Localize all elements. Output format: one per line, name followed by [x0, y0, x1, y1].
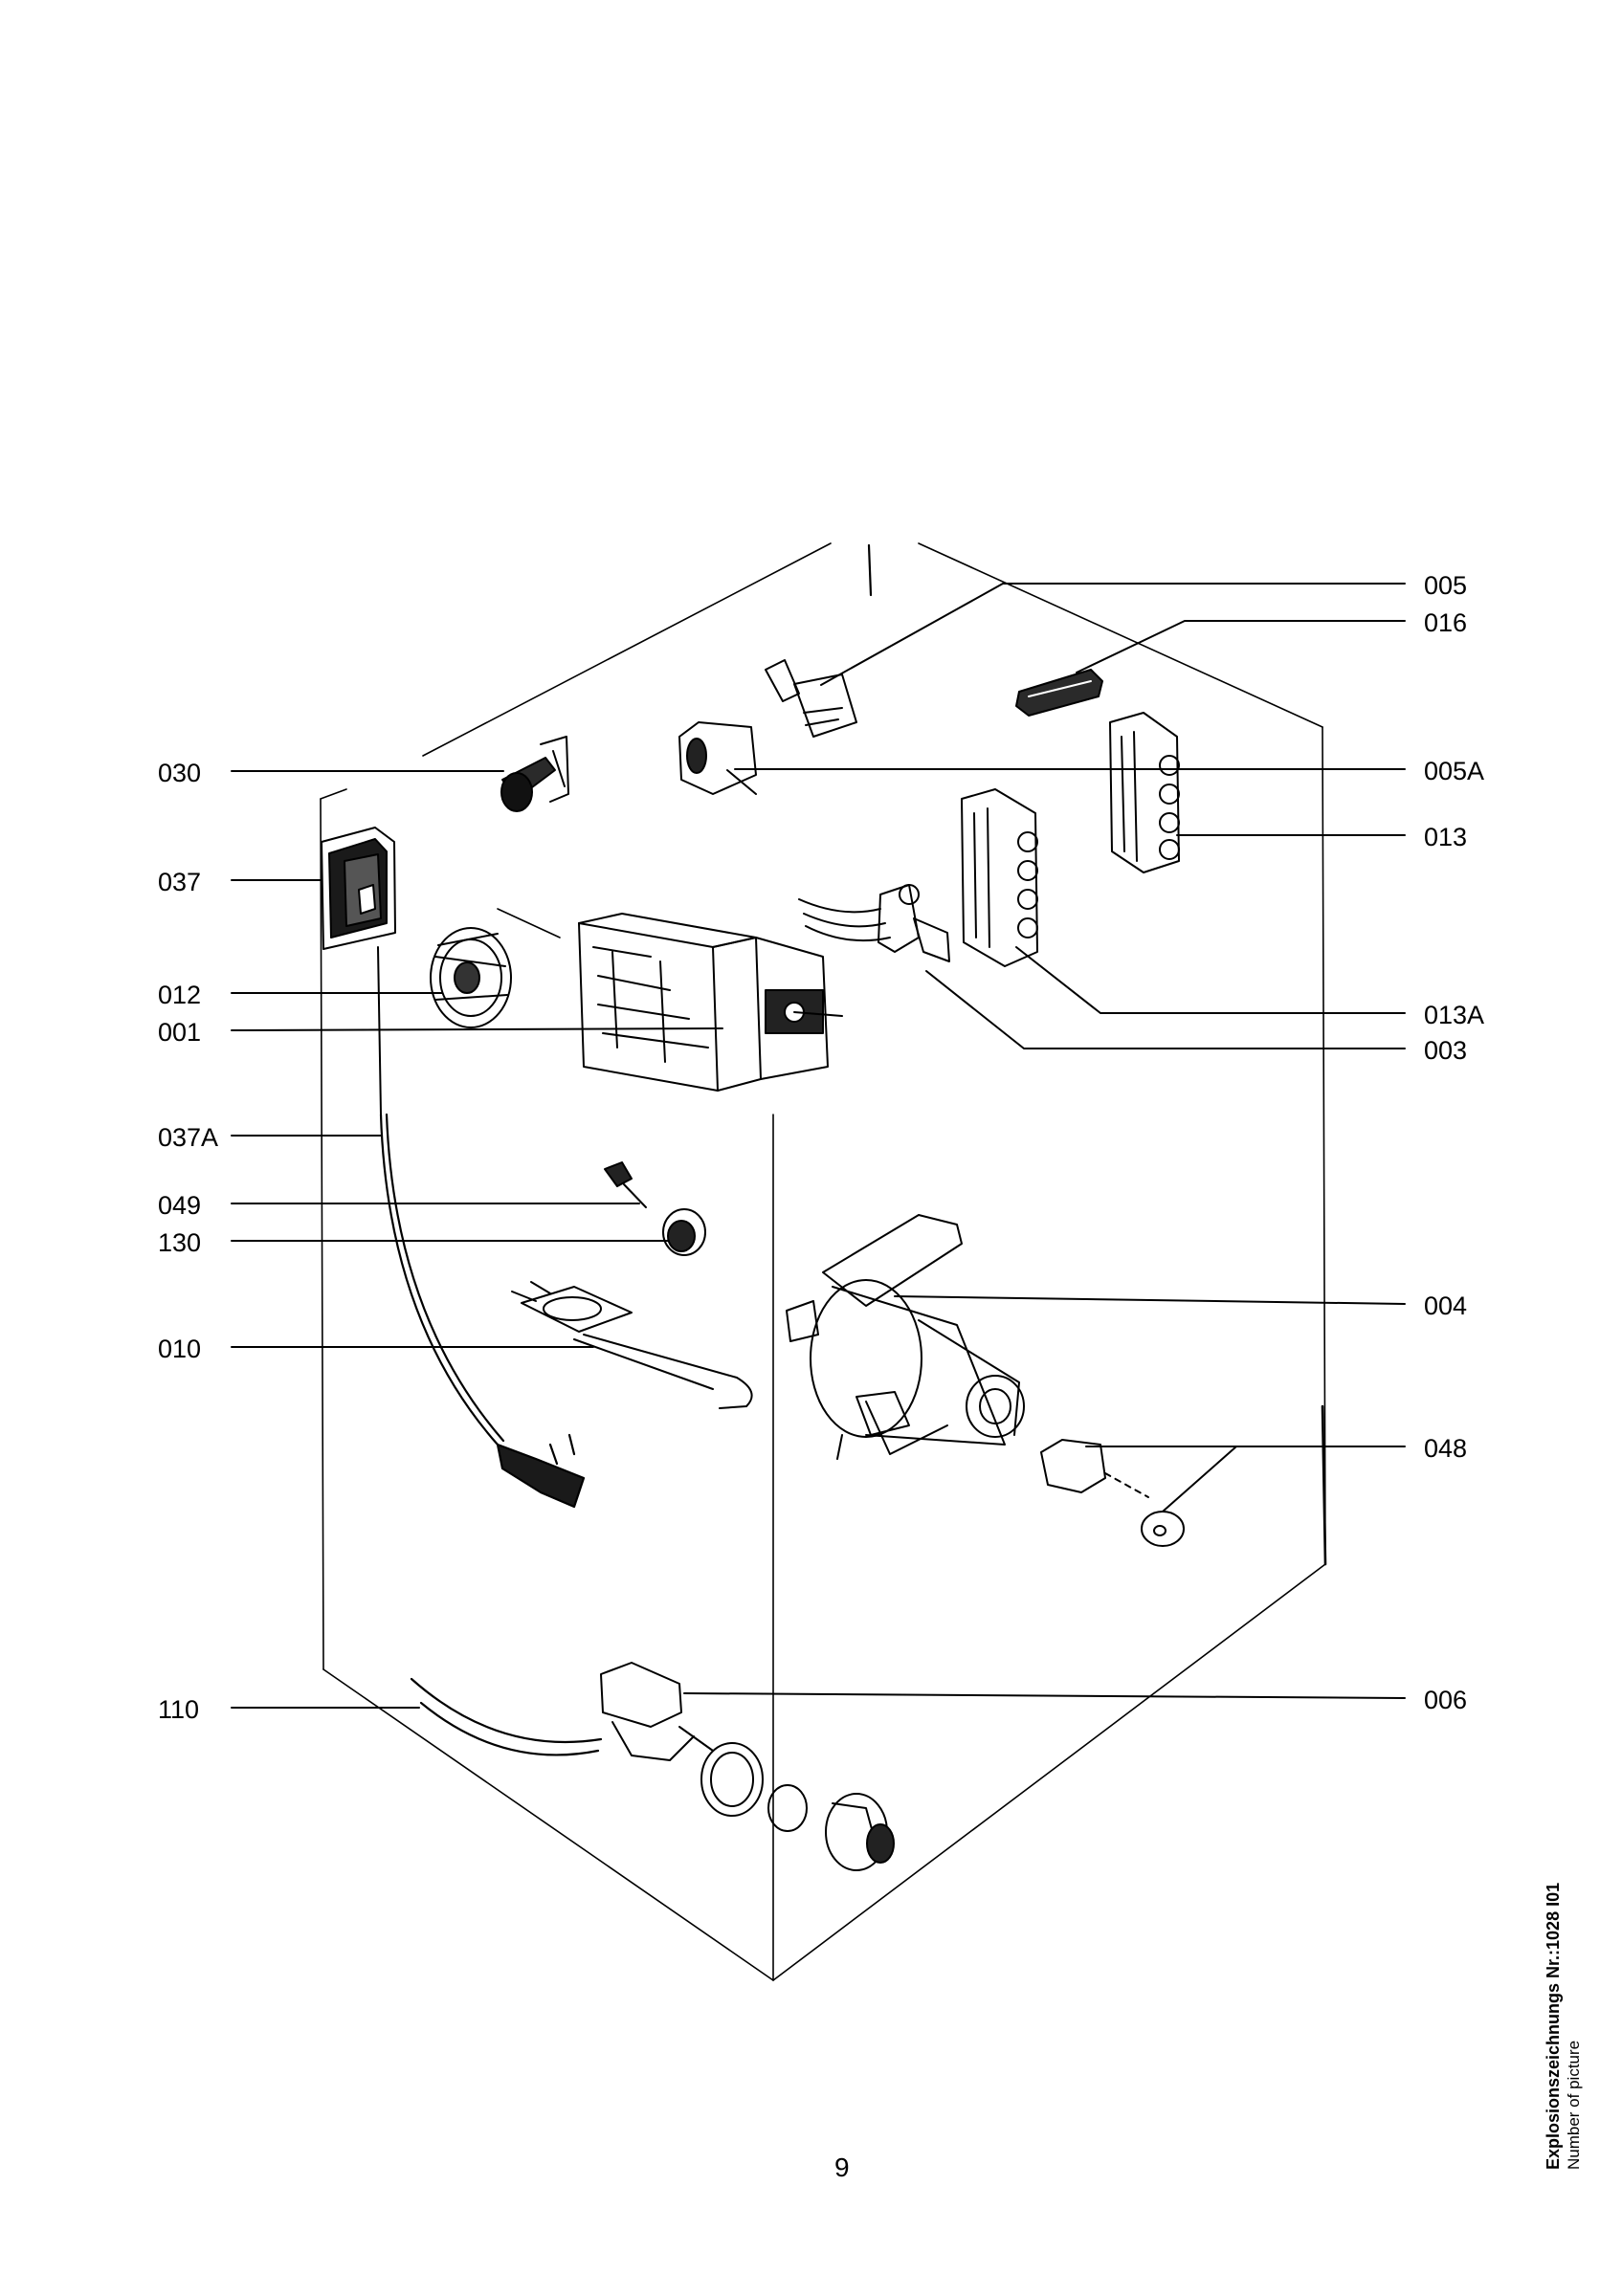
part-label-004: 004	[1424, 1292, 1468, 1320]
part-label-110: 110	[158, 1695, 200, 1724]
cap-part	[662, 1208, 706, 1256]
filter-harness-part	[798, 884, 950, 962]
part-label-030: 030	[158, 759, 202, 787]
part-label-037: 037	[158, 868, 202, 896]
motor-part	[786, 1214, 1025, 1460]
sensor-part	[604, 1161, 647, 1208]
part-label-049: 049	[158, 1191, 202, 1220]
switch-block-part	[1109, 712, 1180, 873]
programmer-timer-part	[578, 913, 843, 1092]
carbon-brush-part	[1040, 1439, 1185, 1547]
power-cable-part	[379, 1113, 586, 1509]
drain-pump-part	[600, 1662, 895, 1871]
part-label-005: 005	[1424, 571, 1468, 600]
part-label-013a: 013A	[1424, 1001, 1485, 1029]
drain-hose-part	[410, 1677, 603, 1756]
part-label-048: 048	[1424, 1434, 1468, 1463]
indicator-lamp-part	[500, 736, 569, 812]
switch-block-a-part	[961, 788, 1038, 967]
heating-element-part	[511, 1281, 753, 1409]
relay-part	[1015, 669, 1103, 717]
leader-lines-right	[683, 583, 1406, 1699]
part-label-005a: 005A	[1424, 757, 1485, 785]
page-number: 9	[834, 2152, 850, 2182]
part-label-010: 010	[158, 1335, 202, 1363]
part-label-006: 006	[1424, 1686, 1468, 1714]
part-label-012: 012	[158, 981, 202, 1009]
picture-number-caption: Explosionszeichnungs Nr.:1028 I01 Number…	[1543, 1883, 1585, 2170]
caption-subtitle: Number of picture	[1565, 2040, 1583, 2170]
part-label-016: 016	[1424, 608, 1468, 637]
selector-knob-part	[430, 927, 512, 1028]
part-label-003: 003	[1424, 1036, 1468, 1065]
part-label-013: 013	[1424, 823, 1468, 851]
part-label-001: 001	[158, 1018, 202, 1047]
valve-part	[678, 721, 757, 795]
leader-lines-left	[231, 770, 723, 1709]
part-label-037a: 037A	[158, 1123, 219, 1152]
pressure-switch-part	[765, 659, 857, 738]
door-lock-part	[321, 827, 396, 1115]
part-label-130: 130	[158, 1228, 202, 1257]
caption-title: Explosionszeichnungs Nr.:1028 I01	[1544, 1882, 1563, 2170]
housing-outline	[320, 542, 1327, 1981]
